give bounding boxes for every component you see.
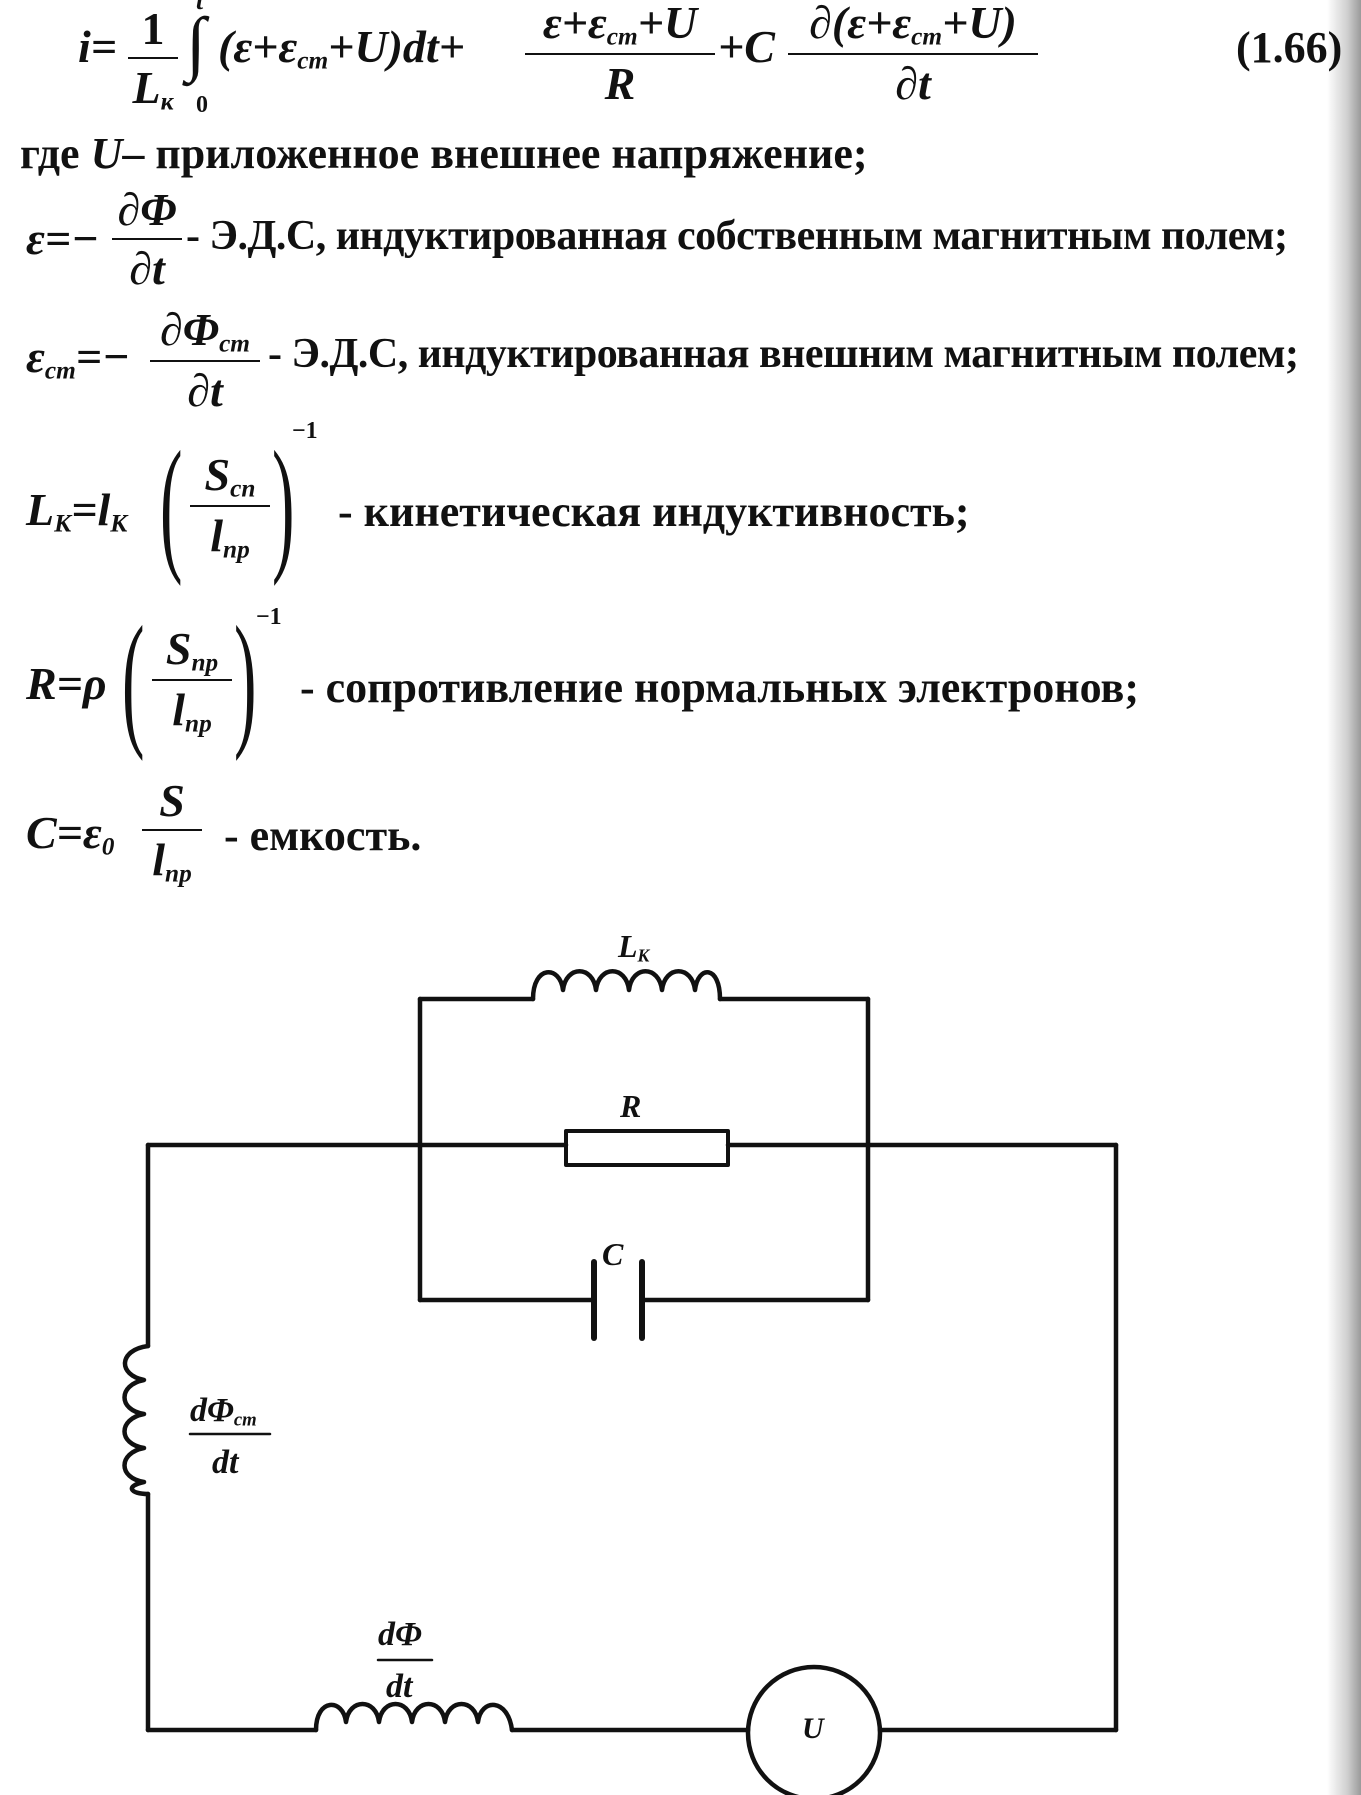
page-edge-shadow: [1327, 0, 1361, 1795]
def-emf-self-frac: ∂Φ ∂t: [112, 183, 182, 295]
def-emf-ext-lhs: εст=−: [26, 331, 130, 385]
paren-close: ): [272, 421, 295, 587]
def-r-text: - сопротивление нормальных электронов;: [300, 663, 1139, 712]
eq-frac-2: ε+εст+U R: [525, 0, 715, 110]
eq-frac-1-den: L: [132, 62, 161, 113]
def-lk-exp: −1: [292, 418, 318, 444]
eq-int-upper: t: [196, 0, 204, 15]
eq-plus-c: +C: [718, 21, 775, 72]
def-emf-ext-frac: ∂Φст ∂t: [150, 303, 260, 417]
def-lk-frac: Sсп lпр: [190, 448, 270, 565]
where-text: – приложенное внешнее напряжение;: [122, 129, 868, 178]
equation-number: (1.66): [1236, 23, 1343, 72]
inductor-left: [122, 1343, 151, 1497]
eq-frac-2-den: R: [604, 58, 636, 110]
voltage-source-u: [745, 1664, 883, 1795]
def-emf-ext-text: - Э.Д.С, индуктированная внешним магнитн…: [268, 331, 1299, 377]
def-emf-self-text: - Э.Д.С, индуктированная собственным маг…: [186, 213, 1288, 259]
label-left-ind-num: dΦст: [190, 1392, 257, 1431]
eq-integrand: (ε+εст+U)dt+: [218, 21, 465, 75]
label-bottom-ind-den: dt: [386, 1668, 413, 1705]
eq-frac-1-den-sub: к: [160, 87, 174, 116]
inductor-lk: [530, 969, 723, 1002]
def-c-lhs: C=ε0: [26, 807, 115, 861]
where-prefix: где: [20, 129, 91, 178]
label-r: R: [620, 1088, 642, 1124]
where-line: где U– приложенное внешнее напряжение;: [20, 128, 868, 179]
label-lk: LК: [618, 928, 650, 966]
def-lk-text: - кинетическая индуктивность;: [338, 487, 970, 536]
def-lk-lhs: LК=lК: [26, 484, 128, 538]
eq-frac-3: ∂(ε+εст+U) ∂t: [788, 0, 1038, 110]
label-c: C: [602, 1236, 624, 1272]
def-r-frac: Sпр lпр: [152, 622, 232, 739]
eq-lhs: i=: [78, 21, 117, 72]
eq-frac-1-num: 1: [141, 3, 165, 54]
where-symbol: U: [90, 129, 123, 178]
def-r-exp: −1: [256, 604, 282, 630]
paren-open: (: [122, 596, 145, 762]
label-source-u: U: [802, 1712, 824, 1745]
def-c-frac: S lпр: [142, 774, 202, 888]
integral-sign: ∫: [186, 3, 206, 83]
resistor-r: [564, 1129, 730, 1167]
def-emf-self-lhs: ε=−: [26, 213, 99, 264]
def-c-text: - емкость.: [224, 811, 422, 860]
label-bottom-ind-num: dΦ: [378, 1616, 422, 1653]
def-r-lhs: R=ρ: [26, 658, 107, 709]
paren-close: ): [234, 596, 257, 762]
inductor-bottom: [313, 1701, 515, 1733]
eq-frac-3-den: ∂t: [895, 58, 931, 110]
eq-frac-1: 1 Lк: [128, 2, 178, 116]
label-left-ind-den: dt: [212, 1444, 239, 1481]
eq-int-lower: 0: [196, 92, 208, 118]
paren-open: (: [160, 421, 183, 587]
